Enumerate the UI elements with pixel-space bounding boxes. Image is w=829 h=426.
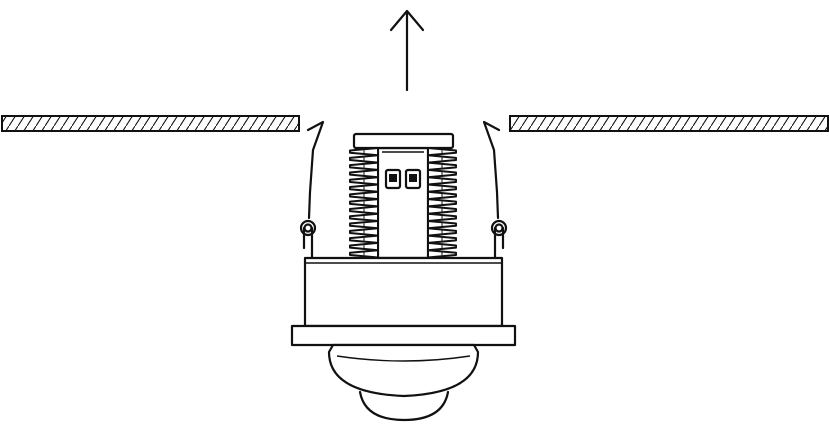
spring-clip-right <box>482 120 508 264</box>
thread-teeth <box>349 147 379 266</box>
sensor-flange <box>290 324 517 347</box>
ceiling-panel-right <box>509 115 829 132</box>
thread-teeth <box>427 147 457 266</box>
spring-clip-left <box>299 120 325 264</box>
thread-right <box>427 147 457 266</box>
terminal-slot-left <box>384 168 402 190</box>
thread-left <box>349 147 379 266</box>
terminal-slot-right <box>404 168 422 190</box>
up-arrow-icon <box>389 9 425 92</box>
ceiling-panel-left <box>1 115 300 132</box>
sensor-housing <box>303 256 504 328</box>
sensor-dome-lens <box>327 343 480 422</box>
